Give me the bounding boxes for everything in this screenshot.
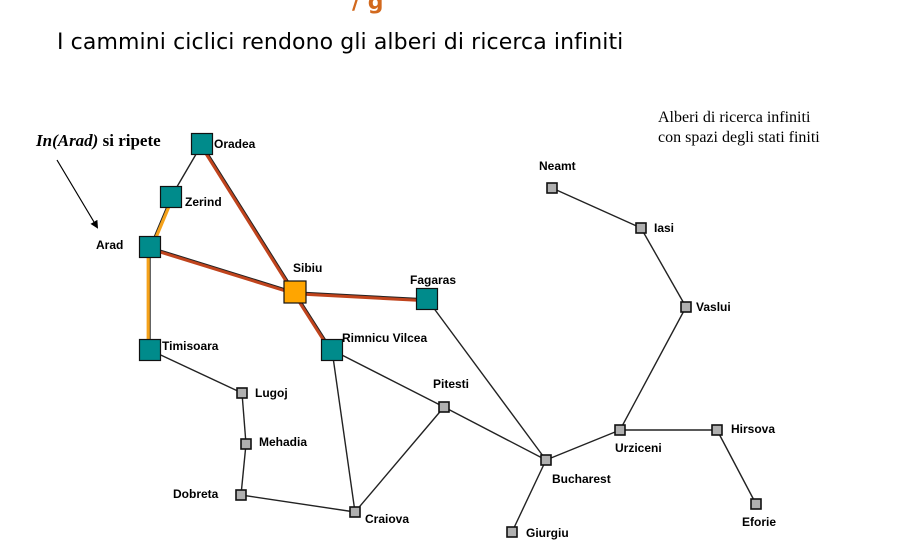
city-node-dobreta: [235, 489, 247, 501]
city-label-eforie: Eforie: [742, 515, 776, 529]
city-node-rimnicu: [320, 338, 344, 362]
highlight-layer: [146, 143, 429, 353]
side-note: Alberi di ricerca infiniti con spazi deg…: [658, 108, 888, 148]
city-label-timisoara: Timisoara: [162, 339, 219, 353]
road-urziceni-vaslui: [619, 306, 687, 431]
city-label-sibiu: Sibiu: [293, 261, 322, 275]
city-label-pitesti: Pitesti: [433, 377, 469, 391]
city-label-mehadia: Mehadia: [259, 435, 307, 449]
city-node-bucharest: [540, 454, 552, 466]
city-node-timisoara: [138, 338, 162, 362]
highlighted-road-oradea-sibiu: [198, 143, 295, 295]
side-note-line-2: con spazi degli stati finiti: [658, 129, 820, 146]
city-label-oradea: Oradea: [214, 137, 256, 151]
city-node-arad: [138, 235, 162, 259]
road-sibiu-fagaras: [294, 291, 428, 300]
repeat-callout: In(Arad) si ripete: [36, 131, 161, 151]
city-node-urziceni: [614, 424, 626, 436]
road-hirsova-eforie: [716, 429, 757, 505]
city-node-sibiu: [283, 280, 307, 304]
road-pitesti-bucharest: [443, 406, 547, 461]
city-label-vaslui: Vaslui: [696, 300, 731, 314]
road-arad-sibiu: [149, 246, 296, 293]
city-node-hirsova: [711, 424, 723, 436]
slide-title-text: / g: [352, 0, 384, 14]
road-bucharest-urziceni: [545, 429, 621, 461]
city-label-zerind: Zerind: [185, 195, 222, 209]
road-oradea-sibiu: [201, 143, 296, 293]
road-bucharest-giurgiu: [511, 459, 547, 533]
city-node-zerind: [159, 185, 183, 209]
road-rimnicu-craiova: [331, 349, 356, 513]
city-label-neamt: Neamt: [539, 159, 576, 173]
callout-text: si ripete: [98, 131, 161, 150]
city-label-arad: Arad: [96, 238, 123, 252]
city-label-craiova: Craiova: [365, 512, 409, 526]
road-vaslui-iasi: [640, 227, 687, 308]
city-node-giurgiu: [506, 526, 518, 538]
highlighted-road-sibiu-fagaras: [293, 292, 429, 303]
road-rimnicu-pitesti: [331, 349, 445, 408]
highlighted-road-arad-sibiu: [147, 247, 296, 296]
city-node-iasi: [635, 222, 647, 234]
city-label-iasi: Iasi: [654, 221, 674, 235]
city-node-neamt: [546, 182, 558, 194]
city-label-rimnicu: Rimnicu Vilcea: [342, 331, 427, 345]
city-node-pitesti: [438, 401, 450, 413]
city-label-fagaras: Fagaras: [410, 273, 456, 287]
city-label-hirsova: Hirsova: [731, 422, 775, 436]
road-iasi-neamt: [551, 187, 642, 229]
city-label-giurgiu: Giurgiu: [526, 526, 569, 540]
road-timisoara-lugoj: [149, 349, 243, 394]
road-fagaras-bucharest: [426, 298, 547, 461]
city-node-lugoj: [236, 387, 248, 399]
city-node-mehadia: [240, 438, 252, 450]
cities-layer: [138, 132, 762, 538]
city-label-lugoj: Lugoj: [255, 386, 288, 400]
slide-title-fragment: / g: [0, 0, 901, 14]
city-node-eforie: [750, 498, 762, 510]
slide-subtitle: I cammini ciclici rendono gli alberi di …: [57, 30, 624, 55]
road-mehadia-dobreta: [240, 443, 247, 496]
callout-arrow: [56, 159, 99, 229]
side-note-line-1: Alberi di ricerca infiniti: [658, 109, 811, 126]
road-dobreta-craiova: [240, 494, 356, 513]
city-node-craiova: [349, 506, 361, 518]
city-label-urziceni: Urziceni: [615, 441, 662, 455]
city-label-bucharest: Bucharest: [552, 472, 611, 486]
city-node-vaslui: [680, 301, 692, 313]
road-lugoj-mehadia: [241, 392, 247, 445]
road-craiova-pitesti: [354, 406, 445, 513]
callout-state-name: In(Arad): [36, 131, 99, 150]
city-node-fagaras: [415, 287, 439, 311]
roads-layer: [149, 143, 757, 533]
city-label-dobreta: Dobreta: [173, 487, 219, 501]
city-node-oradea: [190, 132, 214, 156]
